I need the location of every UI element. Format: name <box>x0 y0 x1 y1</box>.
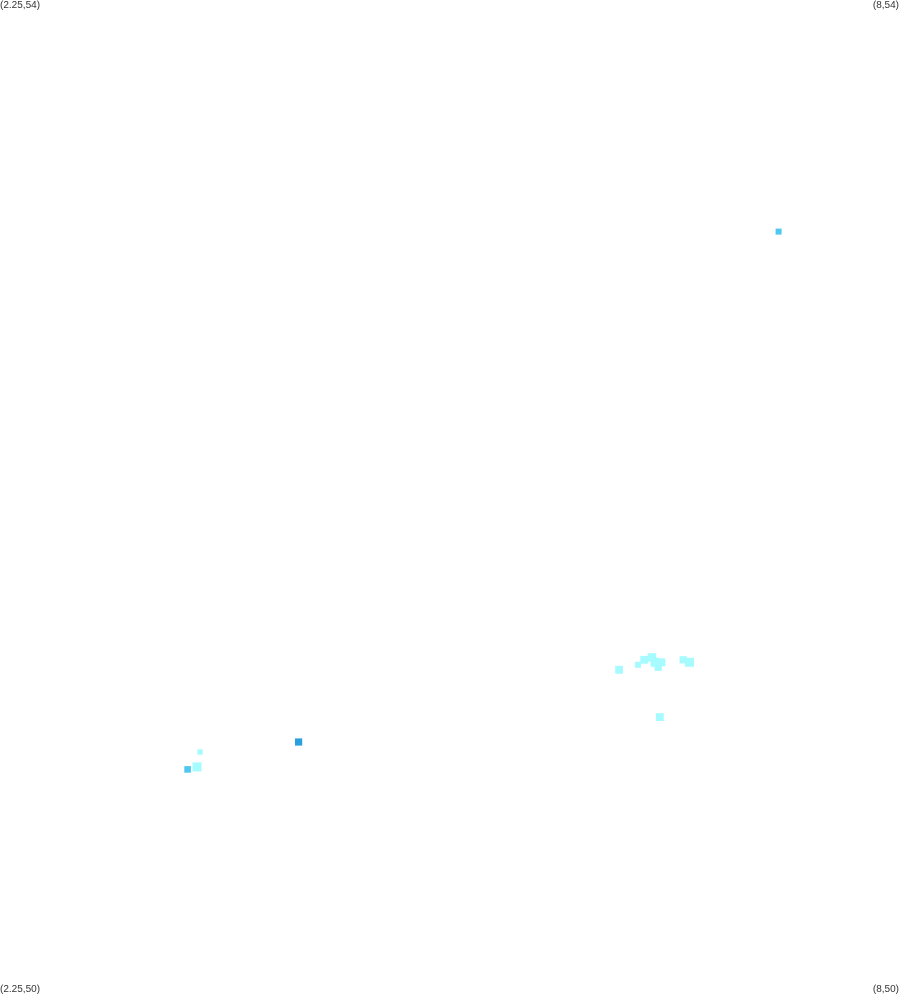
map-marker-14[interactable] <box>192 762 202 772</box>
map-marker-5[interactable] <box>647 653 657 662</box>
map-marker-10[interactable] <box>685 657 694 667</box>
top-left-coordinate-label: (2.25,54) <box>0 0 41 11</box>
top-right-coordinate-label: (8,54) <box>872 0 899 11</box>
map-marker-8[interactable] <box>657 658 666 667</box>
map-marker-13[interactable] <box>197 749 203 755</box>
map-marker-15[interactable] <box>184 766 191 773</box>
map-marker-4[interactable] <box>640 655 649 664</box>
map-marker-12[interactable] <box>295 738 303 746</box>
map-marker-6[interactable] <box>650 657 660 667</box>
map-marker-2[interactable] <box>615 665 623 674</box>
map-marker-3[interactable] <box>634 661 641 668</box>
map-marker-1[interactable] <box>775 228 782 235</box>
bottom-left-coordinate-label: (2.25,50) <box>0 984 41 995</box>
map-marker-7[interactable] <box>654 663 662 671</box>
map-marker-9[interactable] <box>679 656 687 664</box>
map-marker-11[interactable] <box>655 713 664 721</box>
bottom-right-coordinate-label: (8,50) <box>872 984 899 995</box>
